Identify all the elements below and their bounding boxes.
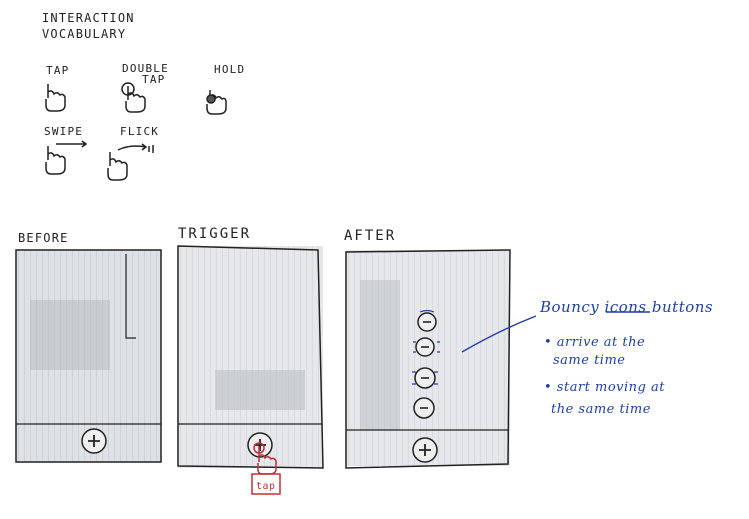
frame-after <box>345 249 511 469</box>
gesture-label-swipe: SWIPE <box>44 125 84 138</box>
notes-heading: Bouncy icons buttons <box>540 298 713 316</box>
trigger-tap-label: tap <box>256 481 276 492</box>
swipe-hand-icon <box>45 140 88 175</box>
note-bullet-2-line-1: • start moving at <box>544 380 665 395</box>
frame-before <box>15 249 162 463</box>
annotation-leader-line <box>461 315 537 353</box>
notes-heading-end: buttons <box>651 298 714 316</box>
title-line-2: VOCABULARY <box>42 27 127 41</box>
bouncy-button-2[interactable] <box>413 337 440 357</box>
before-add-button[interactable] <box>81 428 107 454</box>
note-bullet-1-line-1: • arrive at the <box>544 335 646 350</box>
gesture-label-flick: FLICK <box>120 125 160 138</box>
diagram-title: INTERACTION VOCABULARY <box>42 10 135 42</box>
tap-hand-icon <box>45 84 66 112</box>
gesture-label-double-tap: TAP <box>142 73 166 86</box>
after-add-button[interactable] <box>412 437 438 463</box>
notes-heading-word: Bouncy <box>540 298 600 316</box>
gesture-label-hold: HOLD <box>214 63 246 76</box>
frame-trigger <box>177 245 324 469</box>
frame-label-trigger: TRIGGER <box>178 226 252 242</box>
bouncy-button-3[interactable] <box>412 367 438 389</box>
hold-hand-icon <box>206 90 227 115</box>
title-line-1: INTERACTION <box>42 11 135 25</box>
bouncy-button-4[interactable] <box>413 397 435 419</box>
note-bullet-1-line-2: same time <box>553 353 626 368</box>
gesture-label-double: DOUBLE <box>122 62 169 75</box>
gesture-label-tap: TAP <box>46 64 70 77</box>
double-tap-hand-icon <box>121 82 146 113</box>
flick-hand-icon <box>107 143 154 181</box>
notes-struck-word: icons <box>604 298 647 316</box>
bouncy-button-1[interactable] <box>417 309 437 332</box>
frame-label-after: AFTER <box>344 228 397 244</box>
trigger-tap-hand-icon <box>251 442 281 495</box>
note-bullet-2-line-2: the same time <box>551 402 651 417</box>
trigger-add-button[interactable] <box>247 432 273 458</box>
frame-label-before: BEFORE <box>18 231 69 245</box>
